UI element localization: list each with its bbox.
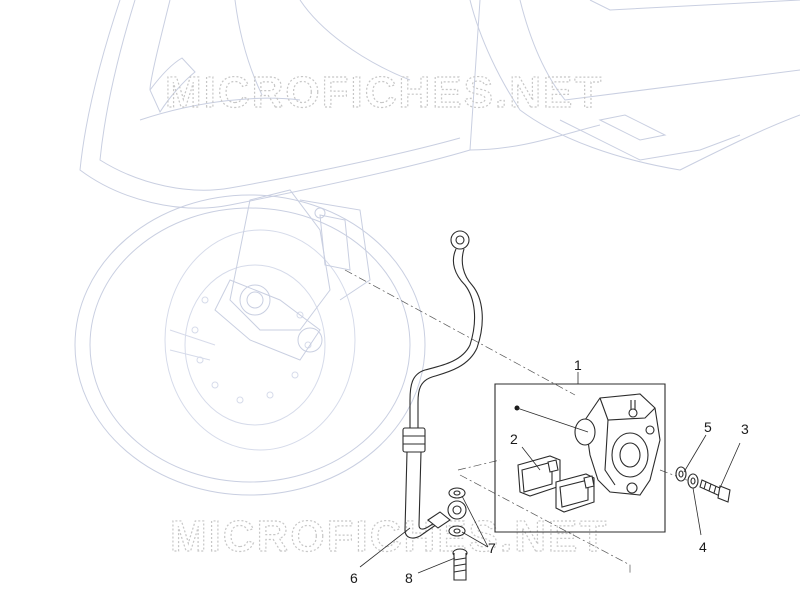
watermark-top: MICROFICHES.NET — [165, 68, 603, 117]
scooter-outline — [74, 0, 800, 496]
caliper-bolt — [699, 479, 731, 503]
caliper-group-box — [494, 383, 666, 533]
brake-caliper — [574, 393, 661, 496]
callout-8: 8 — [405, 570, 413, 586]
callout-3: 3 — [741, 421, 749, 437]
watermark-bottom: MICROFICHES.NET — [170, 512, 608, 561]
callout-6: 6 — [350, 570, 358, 586]
callout-4: 4 — [699, 539, 707, 555]
callout-5: 5 — [704, 419, 712, 435]
brake-pads — [517, 455, 595, 513]
callout-7: 7 — [488, 540, 496, 556]
callout-1: 1 — [574, 357, 582, 373]
copper-washers — [448, 487, 466, 537]
callout-2: 2 — [510, 431, 518, 447]
banjo-bolt — [452, 548, 468, 581]
brake-hose — [402, 230, 483, 539]
leader-lines — [359, 372, 741, 574]
caliper-washers — [675, 466, 699, 489]
